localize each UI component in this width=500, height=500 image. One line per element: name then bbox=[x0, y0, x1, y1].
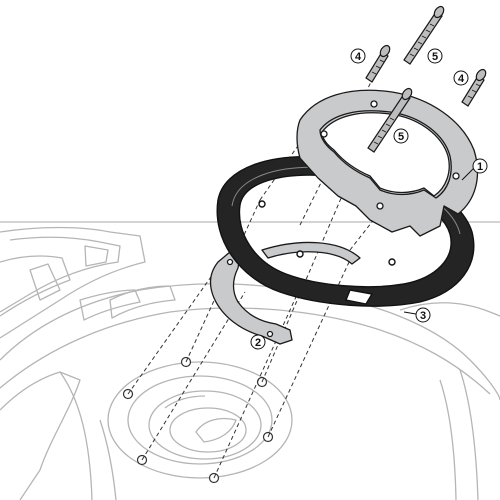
top-plate-hole bbox=[452, 172, 460, 180]
filler-ring-inner bbox=[148, 390, 262, 460]
filler-cap-flap bbox=[195, 417, 237, 443]
tank-right-shoulder bbox=[399, 302, 500, 317]
front-dash-outline bbox=[0, 226, 146, 339]
short-screw-4-right bbox=[461, 68, 487, 107]
filler-cap bbox=[169, 407, 247, 453]
top-plate-part-1 bbox=[296, 89, 479, 237]
callout-label-1: 1 bbox=[477, 161, 483, 173]
dash-detail-2 bbox=[0, 255, 71, 317]
dash-detail-1 bbox=[0, 236, 121, 313]
tank-right-edge bbox=[459, 369, 479, 500]
lower-bracket-arc bbox=[261, 241, 361, 265]
screws bbox=[365, 5, 487, 153]
callout-label-5-middle: 5 bbox=[398, 131, 404, 143]
lower-bracket-body bbox=[209, 251, 293, 345]
long-screw-5-top bbox=[403, 5, 445, 65]
tank-lower-line-left bbox=[59, 371, 93, 500]
top-plate-hole bbox=[370, 100, 378, 108]
black-ring-notch bbox=[345, 289, 374, 305]
leader-line bbox=[461, 167, 475, 181]
callout-circle-3 bbox=[415, 307, 431, 323]
tank-knee-panel bbox=[109, 285, 176, 319]
callout-circle-5-middle bbox=[393, 128, 409, 144]
filler-ring-mid bbox=[127, 375, 273, 465]
top-plate-hole bbox=[320, 130, 328, 138]
fuel-tank-drawing bbox=[0, 221, 500, 500]
short-screw-4-left bbox=[365, 44, 391, 83]
callout-circle-4-right bbox=[453, 70, 469, 86]
callout-circle-1 bbox=[472, 158, 488, 174]
guide-line bbox=[141, 291, 246, 461]
guide-line bbox=[185, 199, 261, 363]
tank-lower-line-mid bbox=[99, 419, 117, 500]
callout-label-4-right: 4 bbox=[458, 73, 465, 85]
ring-rivet bbox=[258, 200, 266, 208]
ring-rivet bbox=[296, 250, 304, 258]
callout-label-3: 3 bbox=[420, 310, 426, 322]
lower-bracket-hole bbox=[226, 258, 234, 266]
top-plate-hole bbox=[376, 202, 384, 210]
leader-line bbox=[403, 311, 417, 315]
callout-label-2: 2 bbox=[255, 337, 261, 349]
long-screw-5-middle bbox=[367, 87, 413, 153]
tank-side-recess-left bbox=[0, 371, 81, 500]
filler-ring-outer bbox=[107, 361, 293, 479]
callout-circle-2 bbox=[250, 334, 266, 350]
callout-label-5-top: 5 bbox=[432, 51, 438, 63]
tank-top-inner bbox=[0, 307, 491, 395]
dash-detail-3 bbox=[29, 263, 61, 301]
callouts: 1 2 3 4 4 5 5 bbox=[250, 48, 488, 350]
callout-label-4-left: 4 bbox=[355, 51, 362, 63]
ring-rivet bbox=[388, 258, 396, 266]
lower-bracket-part-2 bbox=[209, 241, 361, 345]
callout-circle-5-top bbox=[427, 48, 443, 64]
tank-front-panel bbox=[79, 289, 141, 321]
filler-cap-hinge bbox=[164, 395, 206, 409]
lower-bracket-hole bbox=[266, 330, 274, 338]
tank-right-edge-2 bbox=[439, 379, 457, 500]
dash-detail-4 bbox=[84, 245, 109, 267]
callout-circle-4-left bbox=[350, 48, 366, 64]
